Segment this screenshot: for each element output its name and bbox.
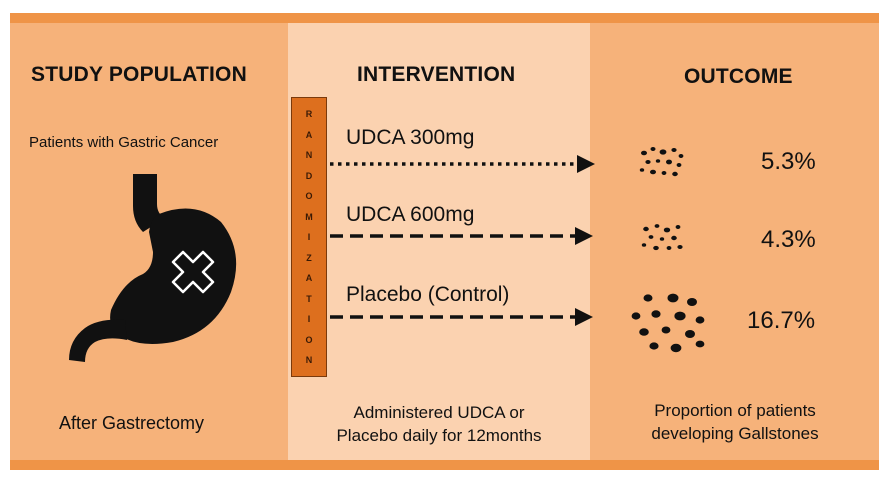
- stomach-icon: [69, 174, 237, 362]
- randomization-letter: A: [305, 129, 313, 140]
- intervention-panel: [288, 23, 590, 460]
- outcome-udca-300: 5.3%: [761, 148, 816, 175]
- gallstones-small-icon: [639, 147, 684, 177]
- arrow-udca-300: [330, 155, 595, 173]
- arrow-udca-600: [330, 227, 593, 245]
- randomization-letter: A: [305, 273, 313, 283]
- randomization-letter: O: [305, 191, 313, 201]
- top-border-band: [10, 13, 879, 23]
- intervention-footer-line2: Placebo daily for 12months: [336, 426, 542, 445]
- outcome-udca-600: 4.3%: [761, 226, 816, 253]
- study-population-panel: [10, 23, 288, 460]
- outcome-panel: [590, 23, 879, 460]
- intervention-footer: Administered UDCA or Placebo daily for 1…: [296, 401, 582, 447]
- study-population-heading: STUDY POPULATION: [31, 63, 247, 86]
- randomization-letter: R: [305, 109, 313, 119]
- randomization-letter: N: [305, 355, 313, 365]
- gallstones-small-icon: [641, 224, 683, 251]
- randomization-letter: I: [307, 232, 311, 242]
- randomization-letter: N: [305, 150, 313, 160]
- intervention-heading: INTERVENTION: [357, 63, 516, 86]
- outcome-placebo: 16.7%: [747, 307, 816, 334]
- arm-label-udca-600: UDCA 600mg: [346, 203, 475, 226]
- outcome-footer-line1: Proportion of patients: [654, 401, 816, 420]
- gallstones-large-icon: [631, 293, 705, 353]
- arm-label-placebo: Placebo (Control): [346, 283, 510, 306]
- arrow-placebo: [330, 308, 593, 326]
- study-population-footer: After Gastrectomy: [59, 413, 205, 433]
- bottom-border-band: [10, 460, 879, 470]
- randomization-letter: I: [307, 314, 311, 324]
- outcome-footer-line2: developing Gallstones: [651, 424, 819, 443]
- randomization-letter: T: [306, 293, 312, 304]
- randomization-letter: D: [305, 170, 313, 181]
- outcome-footer: Proportion of patients developing Gallst…: [596, 399, 874, 445]
- randomization-letter: M: [305, 211, 313, 222]
- arm-label-udca-300: UDCA 300mg: [346, 126, 475, 149]
- randomization-letter: O: [305, 334, 313, 345]
- arm-arrows: [330, 155, 595, 326]
- intervention-footer-line1: Administered UDCA or: [353, 403, 525, 422]
- randomization-letter: Z: [306, 252, 312, 263]
- study-population-subtitle: Patients with Gastric Cancer: [29, 134, 219, 151]
- outcome-heading: OUTCOME: [684, 65, 793, 88]
